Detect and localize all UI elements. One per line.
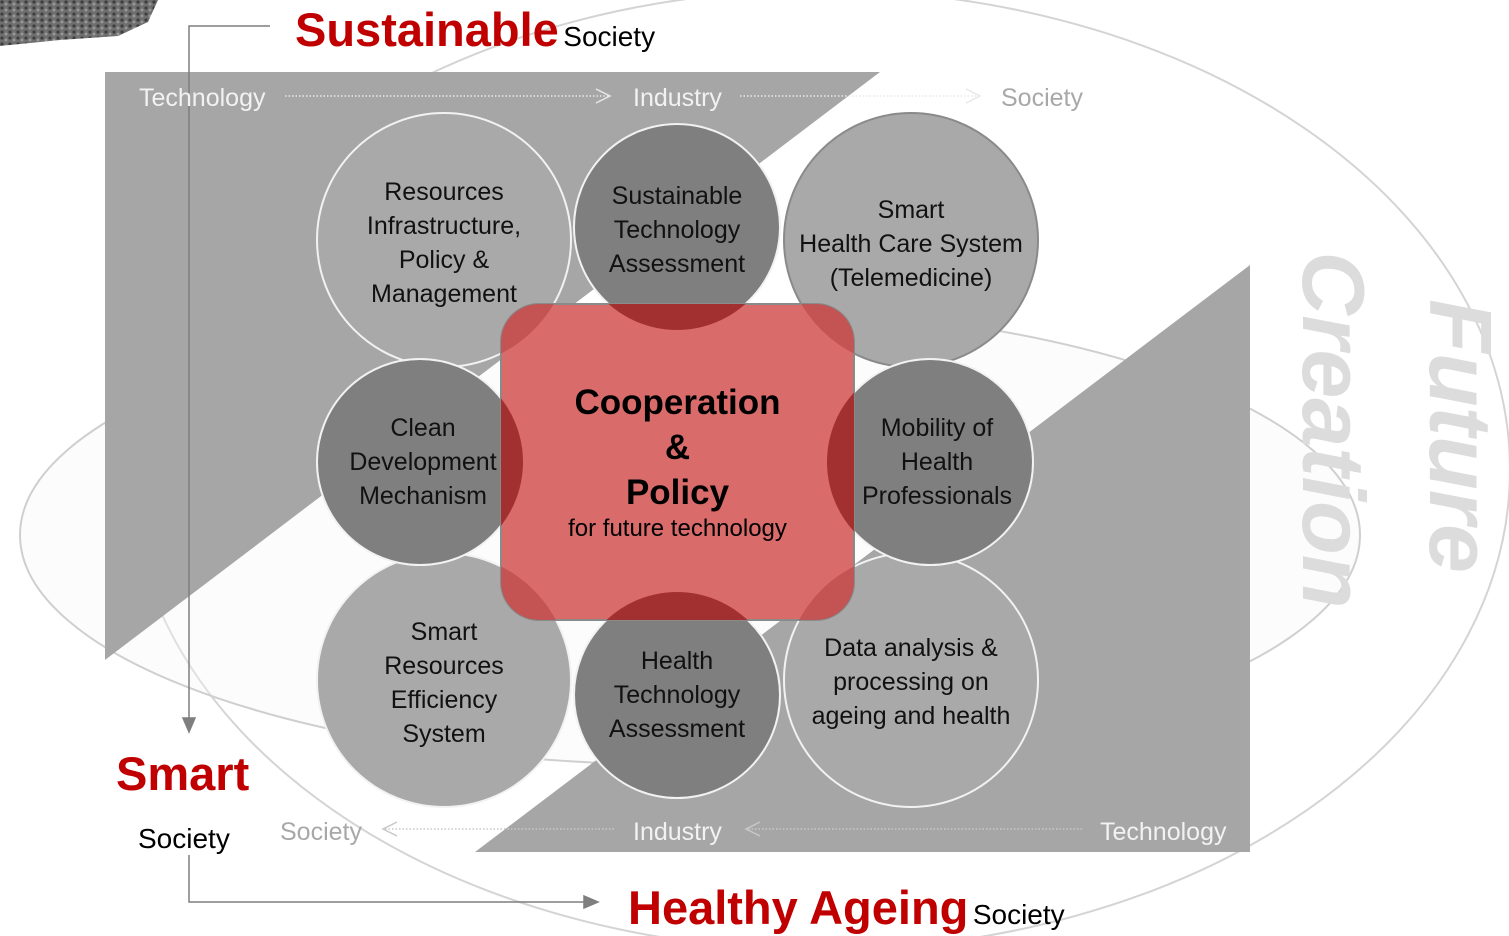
center-subtitle: for future technology	[568, 515, 787, 542]
center-line-2: &	[664, 428, 691, 467]
title-healthy-ageing: Healthy Ageing Society	[628, 881, 1065, 934]
future-word: Future	[1411, 299, 1509, 573]
center-title: Cooperation & Policy	[501, 380, 854, 515]
flow-arrows-bottom	[381, 821, 1082, 837]
center-line-1: Cooperation	[574, 383, 781, 422]
flow-top-industry: Industry	[633, 84, 722, 112]
flow-bottom-society: Society	[280, 818, 362, 846]
circle-label-mobility: Mobility of Health Professionals	[861, 414, 1013, 510]
circle-label-smart-health: Smart Health Care System (Telemedicine)	[799, 196, 1023, 292]
circle-label-data: Data analysis & processing on ageing and…	[811, 634, 1011, 730]
creation-word: Creation	[1284, 252, 1383, 609]
flow-top-technology: Technology	[139, 84, 266, 112]
corner-photo	[0, 0, 158, 46]
flow-bottom-industry: Industry	[633, 818, 722, 846]
title-smart: Smart	[116, 747, 250, 800]
title-sustainable: Sustainable Society	[295, 3, 656, 56]
circle-label-sres: Smart Resources Efficiency System	[384, 618, 504, 748]
circle-label-cdm: Clean Development Mechanism	[349, 414, 497, 510]
flow-arrows-top	[285, 88, 982, 104]
center-line-3: Policy	[625, 473, 730, 512]
circle-label-sta: Sustainable Technology Assessment	[608, 182, 746, 278]
circle-label-hta: Health Technology Assessment	[608, 647, 746, 743]
axis-lines	[181, 25, 600, 910]
flow-bottom-technology: Technology	[1100, 818, 1227, 846]
flow-top-society: Society	[1001, 84, 1083, 112]
circle-label-resources: Resources Infrastructure, Policy & Manag…	[366, 178, 522, 308]
title-smart-society: Society	[138, 823, 230, 854]
